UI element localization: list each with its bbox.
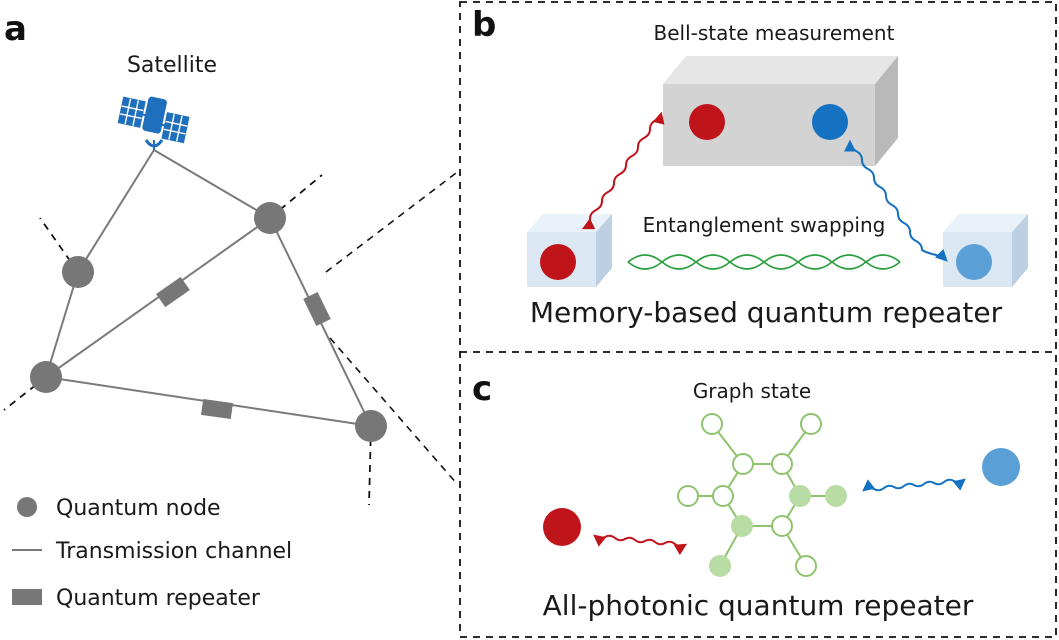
legend-repeater-marker xyxy=(12,589,42,605)
satellite-label: Satellite xyxy=(127,53,217,78)
panel-c: c Graph state xyxy=(472,369,1020,622)
panel-a: a xyxy=(3,9,461,611)
quantum-repeater xyxy=(201,398,233,420)
graph-node xyxy=(701,413,723,435)
dashed-extensions xyxy=(3,174,372,506)
red-photon xyxy=(543,508,581,546)
panel-b: b Bell-state measurement Entanglement sw… xyxy=(472,5,1028,329)
satellite-icon xyxy=(117,96,190,150)
legend-channel-label: Transmission channel xyxy=(55,539,292,564)
quantum-node xyxy=(62,256,94,288)
left-memory-qubit xyxy=(540,244,576,280)
panel-a-letter: a xyxy=(4,9,27,49)
graph-node xyxy=(771,515,793,537)
quantum-repeater xyxy=(156,276,190,308)
bsm-blue-qubit xyxy=(812,104,848,140)
blue-photon-link xyxy=(844,139,948,262)
graph-state-label: Graph state xyxy=(693,379,811,403)
right-memory-qubit xyxy=(956,244,992,280)
bsm-red-qubit xyxy=(689,104,725,140)
graph-node xyxy=(771,453,793,475)
graph-state-nodes xyxy=(677,413,847,577)
legend: Quantum node Transmission channel Quantu… xyxy=(12,496,292,611)
graph-node xyxy=(795,555,817,577)
quantum-nodes xyxy=(30,202,387,442)
panel-b-letter: b xyxy=(472,5,496,45)
panel-frame xyxy=(459,1,1057,638)
graph-node-measured xyxy=(825,485,847,507)
red-photon-wave xyxy=(593,534,688,556)
transmission-channels xyxy=(45,149,372,427)
blue-photon xyxy=(982,448,1020,486)
panel-c-caption: All-photonic quantum repeater xyxy=(543,589,974,622)
zoom-connectors xyxy=(325,169,461,486)
panel-b-caption: Memory-based quantum repeater xyxy=(530,296,1003,329)
graph-node-measured xyxy=(709,555,731,577)
swap-label: Entanglement swapping xyxy=(643,213,886,237)
graph-state-edges xyxy=(688,423,836,567)
bsm-label: Bell-state measurement xyxy=(654,21,895,45)
graph-node xyxy=(732,453,754,475)
graph-node-measured xyxy=(789,485,811,507)
graph-node-measured xyxy=(731,515,753,537)
graph-node xyxy=(800,413,822,435)
graph-node xyxy=(712,485,734,507)
entanglement-strands xyxy=(627,254,901,270)
legend-node-label: Quantum node xyxy=(56,496,221,521)
quantum-node xyxy=(30,361,62,393)
blue-photon-wave xyxy=(862,478,966,492)
legend-repeater-label: Quantum repeater xyxy=(56,586,261,611)
graph-node xyxy=(677,485,699,507)
panel-c-letter: c xyxy=(472,369,492,409)
quantum-repeater xyxy=(303,292,331,326)
legend-node-marker xyxy=(17,497,37,517)
quantum-repeaters xyxy=(156,276,331,420)
quantum-node xyxy=(355,410,387,442)
red-photon-link xyxy=(581,111,665,230)
quantum-node xyxy=(254,202,286,234)
